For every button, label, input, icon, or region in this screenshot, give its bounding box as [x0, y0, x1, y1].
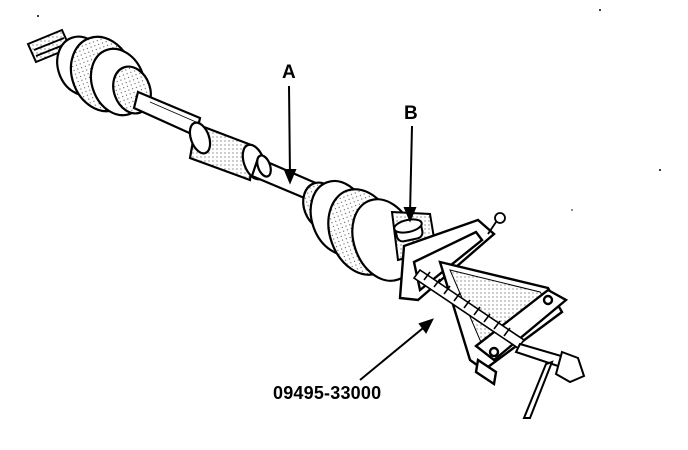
tool-part-number-label: 09495-33000 [273, 383, 382, 403]
outer-cv-boot [56, 35, 152, 117]
flange-bolt [487, 212, 506, 235]
dynamic-damper [188, 121, 267, 182]
callout-label-b: B [404, 103, 418, 124]
scan-specks [37, 9, 661, 211]
leader-arrow-b [403, 125, 417, 223]
inner-cv-boot [302, 179, 417, 282]
callout-label-a: A [282, 62, 296, 83]
leader-arrow-part [359, 318, 434, 381]
leader-arrow-a [283, 85, 297, 185]
forcing-bolt [514, 342, 586, 419]
